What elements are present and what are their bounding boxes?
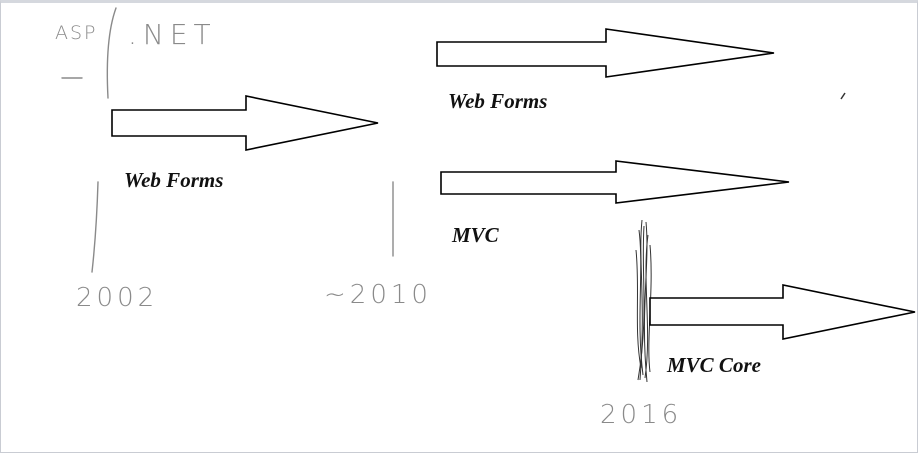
arrow-mvc bbox=[440, 160, 790, 204]
arrow-web-forms-2002 bbox=[111, 95, 379, 151]
label-mvc-core: MVC Core bbox=[667, 353, 761, 377]
separator-stroke bbox=[106, 7, 117, 99]
year-2010: ~2010 bbox=[324, 280, 432, 310]
label-mvc: MVC bbox=[452, 223, 499, 247]
label-web-forms-2002: Web Forms bbox=[124, 168, 224, 192]
tick-2002 bbox=[91, 181, 99, 273]
heading-asp: ASP bbox=[55, 22, 98, 44]
scribble-2016-marker bbox=[635, 219, 652, 383]
stray-mark bbox=[840, 92, 846, 100]
timeline-ticks bbox=[91, 181, 394, 273]
heading-net: .NET bbox=[128, 18, 217, 51]
year-2002: 2002 bbox=[76, 283, 159, 313]
arrow-mvc-core bbox=[649, 284, 916, 340]
heading-strokes bbox=[61, 7, 117, 99]
label-web-forms-2010: Web Forms bbox=[448, 89, 548, 113]
arrows bbox=[111, 28, 916, 340]
year-2016: 2016 bbox=[600, 400, 683, 430]
arrow-web-forms-2010 bbox=[436, 28, 775, 78]
